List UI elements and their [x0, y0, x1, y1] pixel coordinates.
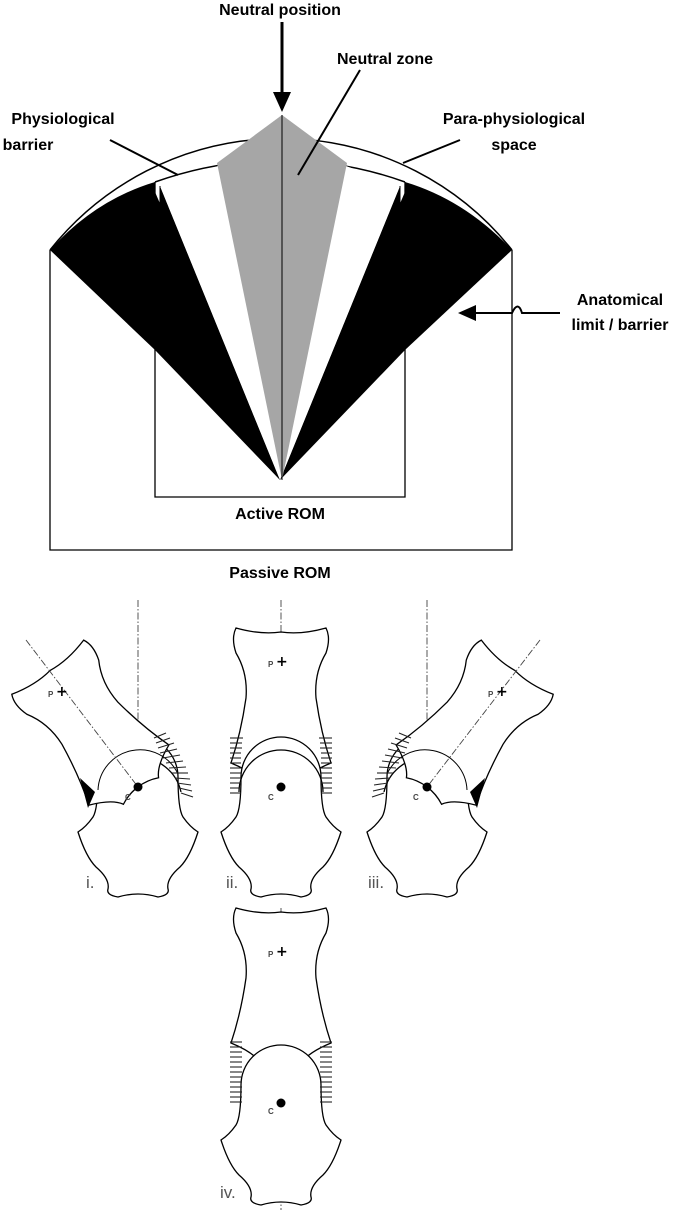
- neutral-zone-label: Neutral zone: [337, 51, 433, 68]
- left-physiological-space: [160, 166, 280, 480]
- panel-label-iv: iv.: [220, 1183, 236, 1202]
- capsule-hatching-right: [319, 737, 332, 794]
- point-p-cross: +: [276, 944, 288, 960]
- panel-label-iii: iii.: [368, 873, 384, 892]
- physiological-barrier-leader: [109, 139, 179, 176]
- stretched-capsule-hatching: [371, 732, 412, 798]
- panel-label-ii: ii.: [226, 873, 238, 892]
- left-outer-barrier-wedge: [50, 182, 155, 350]
- point-p-cross: +: [496, 684, 508, 700]
- upper-bone-tilted: [11, 639, 170, 806]
- passive-rom-bracket: [49, 250, 513, 551]
- neutral-zone-leader: [297, 69, 361, 176]
- physiological-barrier-label-line2: barrier: [3, 137, 54, 154]
- impingement-wedge: [470, 778, 485, 808]
- panel-label-i: i.: [86, 873, 95, 892]
- capsule-hatching-left: [230, 1041, 242, 1103]
- right-outer-barrier-wedge: [405, 182, 512, 350]
- upper-bone: [230, 907, 332, 1064]
- capsule-hatching-right: [320, 1041, 332, 1103]
- active-rom-label: Active ROM: [235, 506, 325, 523]
- joint-panel-iv: C P + iv.: [220, 907, 342, 1210]
- anatomical-limit-arrow: [458, 305, 560, 321]
- anatomical-limit-label-line1: Anatomical: [577, 292, 663, 309]
- active-rom-bracket: [154, 182, 406, 498]
- passive-rom-label: Passive ROM: [229, 565, 330, 582]
- lower-bone: [220, 1044, 342, 1206]
- joint-centre-point: [422, 782, 432, 792]
- upper-bone-tilted: [395, 639, 554, 806]
- impingement-wedge: [80, 778, 95, 808]
- stretched-capsule-hatching: [153, 732, 194, 798]
- point-p-label: P: [268, 660, 274, 669]
- physiological-barrier-label-line1: Physiological: [11, 111, 114, 128]
- point-p-cross: +: [276, 654, 288, 670]
- para-physiological-label-line2: space: [491, 137, 536, 154]
- bone-axis: [426, 639, 541, 788]
- joint-centre-point: [276, 1098, 286, 1108]
- point-c-label: C: [413, 793, 419, 802]
- joint-gap-arc: [97, 749, 179, 791]
- point-p-label: P: [268, 950, 274, 959]
- joint-panel-iii: C P + iii.: [366, 600, 554, 898]
- point-c-label: C: [268, 793, 274, 802]
- point-p-cross: +: [56, 684, 68, 700]
- anatomical-limit-label-line2: limit / barrier: [572, 317, 669, 334]
- neutral-position-label: Neutral position: [219, 2, 341, 19]
- bone-axis: [25, 639, 139, 788]
- point-p-label: P: [48, 690, 54, 699]
- joint-socket-rim: [238, 749, 324, 793]
- right-physiological-space: [280, 166, 400, 480]
- rom-fan-diagram: Neutral position Neutral zone Physiologi…: [3, 2, 669, 582]
- joint-centre-point: [133, 782, 143, 792]
- joint-gap-arc: [386, 749, 468, 791]
- para-physiological-leader: [402, 139, 461, 164]
- point-c-label: C: [268, 1107, 274, 1116]
- capsule-hatching-left: [230, 737, 243, 794]
- joint-panel-ii: C P + ii.: [220, 600, 342, 898]
- joint-panel-i: C P + i.: [11, 600, 199, 898]
- neutral-position-arrow: [273, 22, 291, 112]
- point-c-label: C: [125, 793, 131, 802]
- para-physiological-label-line1: Para-physiological: [443, 111, 585, 128]
- point-p-label: P: [488, 690, 494, 699]
- joint-centre-point: [276, 782, 286, 792]
